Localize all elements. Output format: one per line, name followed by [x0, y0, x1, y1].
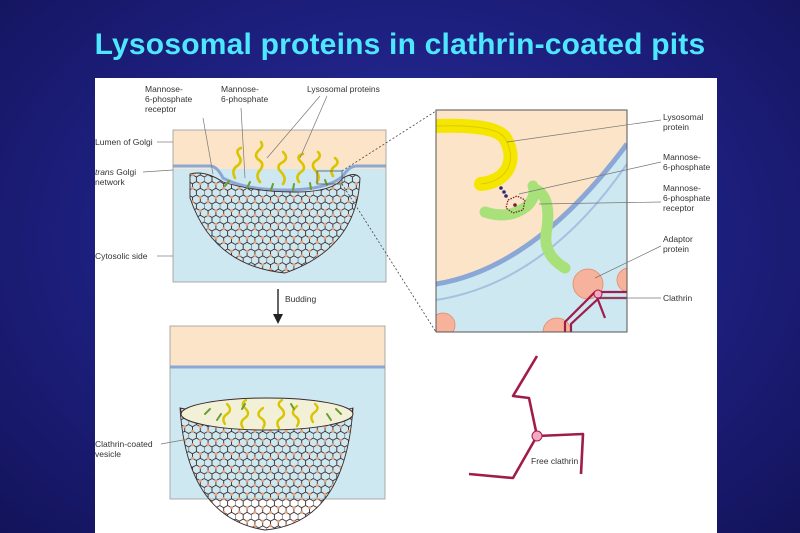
- zoom-region-marker: [316, 170, 343, 185]
- slide-title: Lysosomal proteins in clathrin-coated pi…: [94, 28, 706, 61]
- label-clathrin-coated-vesicle: Clathrin-coated vesicle: [95, 439, 155, 459]
- zoom-line-top: [341, 110, 437, 172]
- label-zoom-adaptor: Adaptor protein: [663, 234, 695, 254]
- label-free-clathrin: Free clathrin: [531, 456, 579, 466]
- lumen-region-bottom: [170, 326, 385, 366]
- zoom-detail-panel: [436, 110, 627, 332]
- label-lumen-golgi: Lumen of Golgi: [95, 137, 153, 147]
- golgi-panel-bottom: [169, 325, 386, 531]
- clathrin-node-zoom: [593, 289, 603, 299]
- zoom-m6p-receptor: [531, 184, 571, 274]
- label-cytosolic-side: Cytosolic side: [95, 251, 148, 261]
- m6p-receptors-top: [224, 179, 328, 191]
- budding-arrow: [273, 289, 283, 324]
- label-budding: Budding: [285, 294, 316, 304]
- label-lysosomal-proteins-top: Lysosomal proteins: [307, 84, 380, 94]
- label-m6p-receptor-top: Mannose- 6-phosphate receptor: [145, 84, 195, 114]
- label-m6p-top: Mannose- 6-phosphate: [221, 84, 269, 104]
- golgi-membrane: [173, 164, 386, 192]
- triskelion-hub: [531, 430, 543, 442]
- free-clathrin-triskelion: [468, 355, 585, 480]
- m6p-receptors-vesicle: [204, 403, 342, 421]
- lysosomal-proteins-top: [232, 140, 339, 186]
- label-zoom-m6p: Mannose- 6-phosphate: [663, 152, 711, 172]
- zoom-line-bottom: [341, 183, 437, 333]
- label-zoom-clathrin: Clathrin: [663, 293, 693, 303]
- zoom-membrane: [436, 142, 627, 287]
- figure-panel: Mannose- 6-phosphate receptor Mannose- 6…: [95, 78, 717, 533]
- label-zoom-lysosomal: Lysosomal protein: [663, 112, 706, 132]
- label-zoom-m6p-receptor: Mannose- 6-phosphate receptor: [663, 183, 713, 213]
- label-trans-golgi: trans Golgi network: [95, 167, 139, 187]
- zoom-m6p-group: [499, 186, 526, 214]
- golgi-panel-top: [172, 129, 387, 283]
- zoom-frame: [435, 109, 628, 333]
